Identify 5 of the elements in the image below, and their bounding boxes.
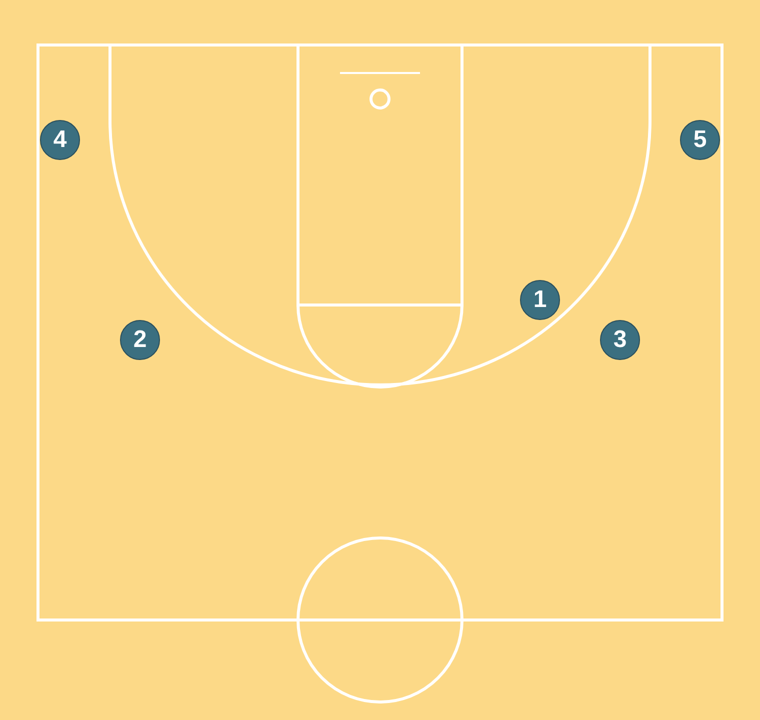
- player-marker: 2: [120, 320, 160, 360]
- player-marker: 1: [520, 280, 560, 320]
- player-marker: 3: [600, 320, 640, 360]
- player-marker: 4: [40, 120, 80, 160]
- player-marker: 5: [680, 120, 720, 160]
